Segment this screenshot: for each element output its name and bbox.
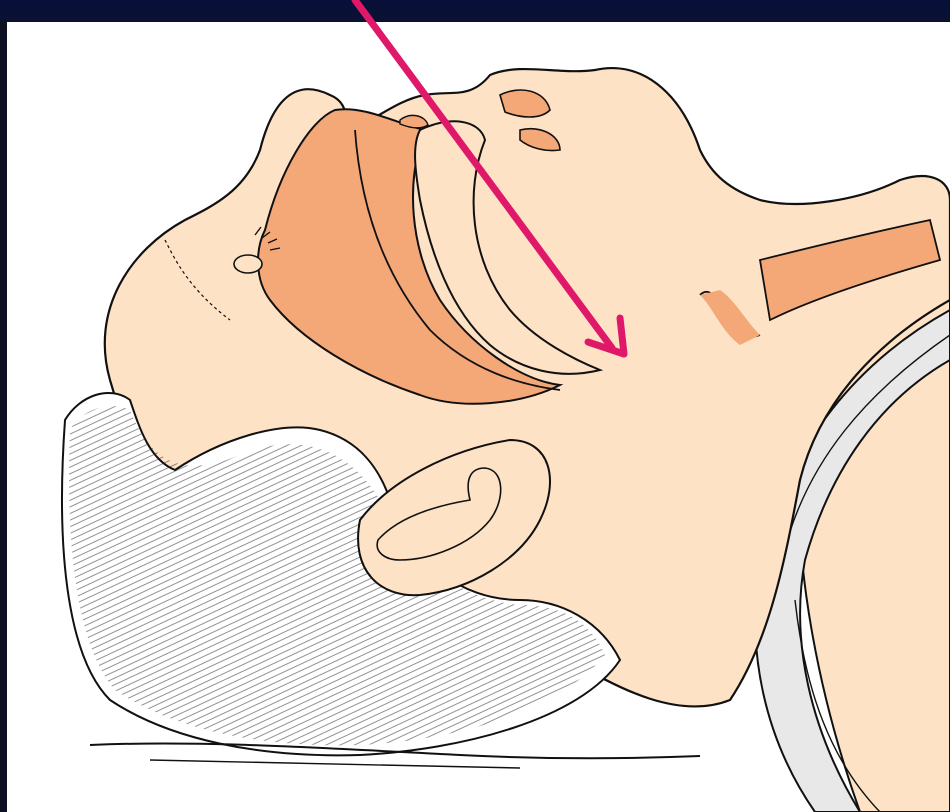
surface-line xyxy=(150,760,520,768)
eye xyxy=(234,255,262,273)
